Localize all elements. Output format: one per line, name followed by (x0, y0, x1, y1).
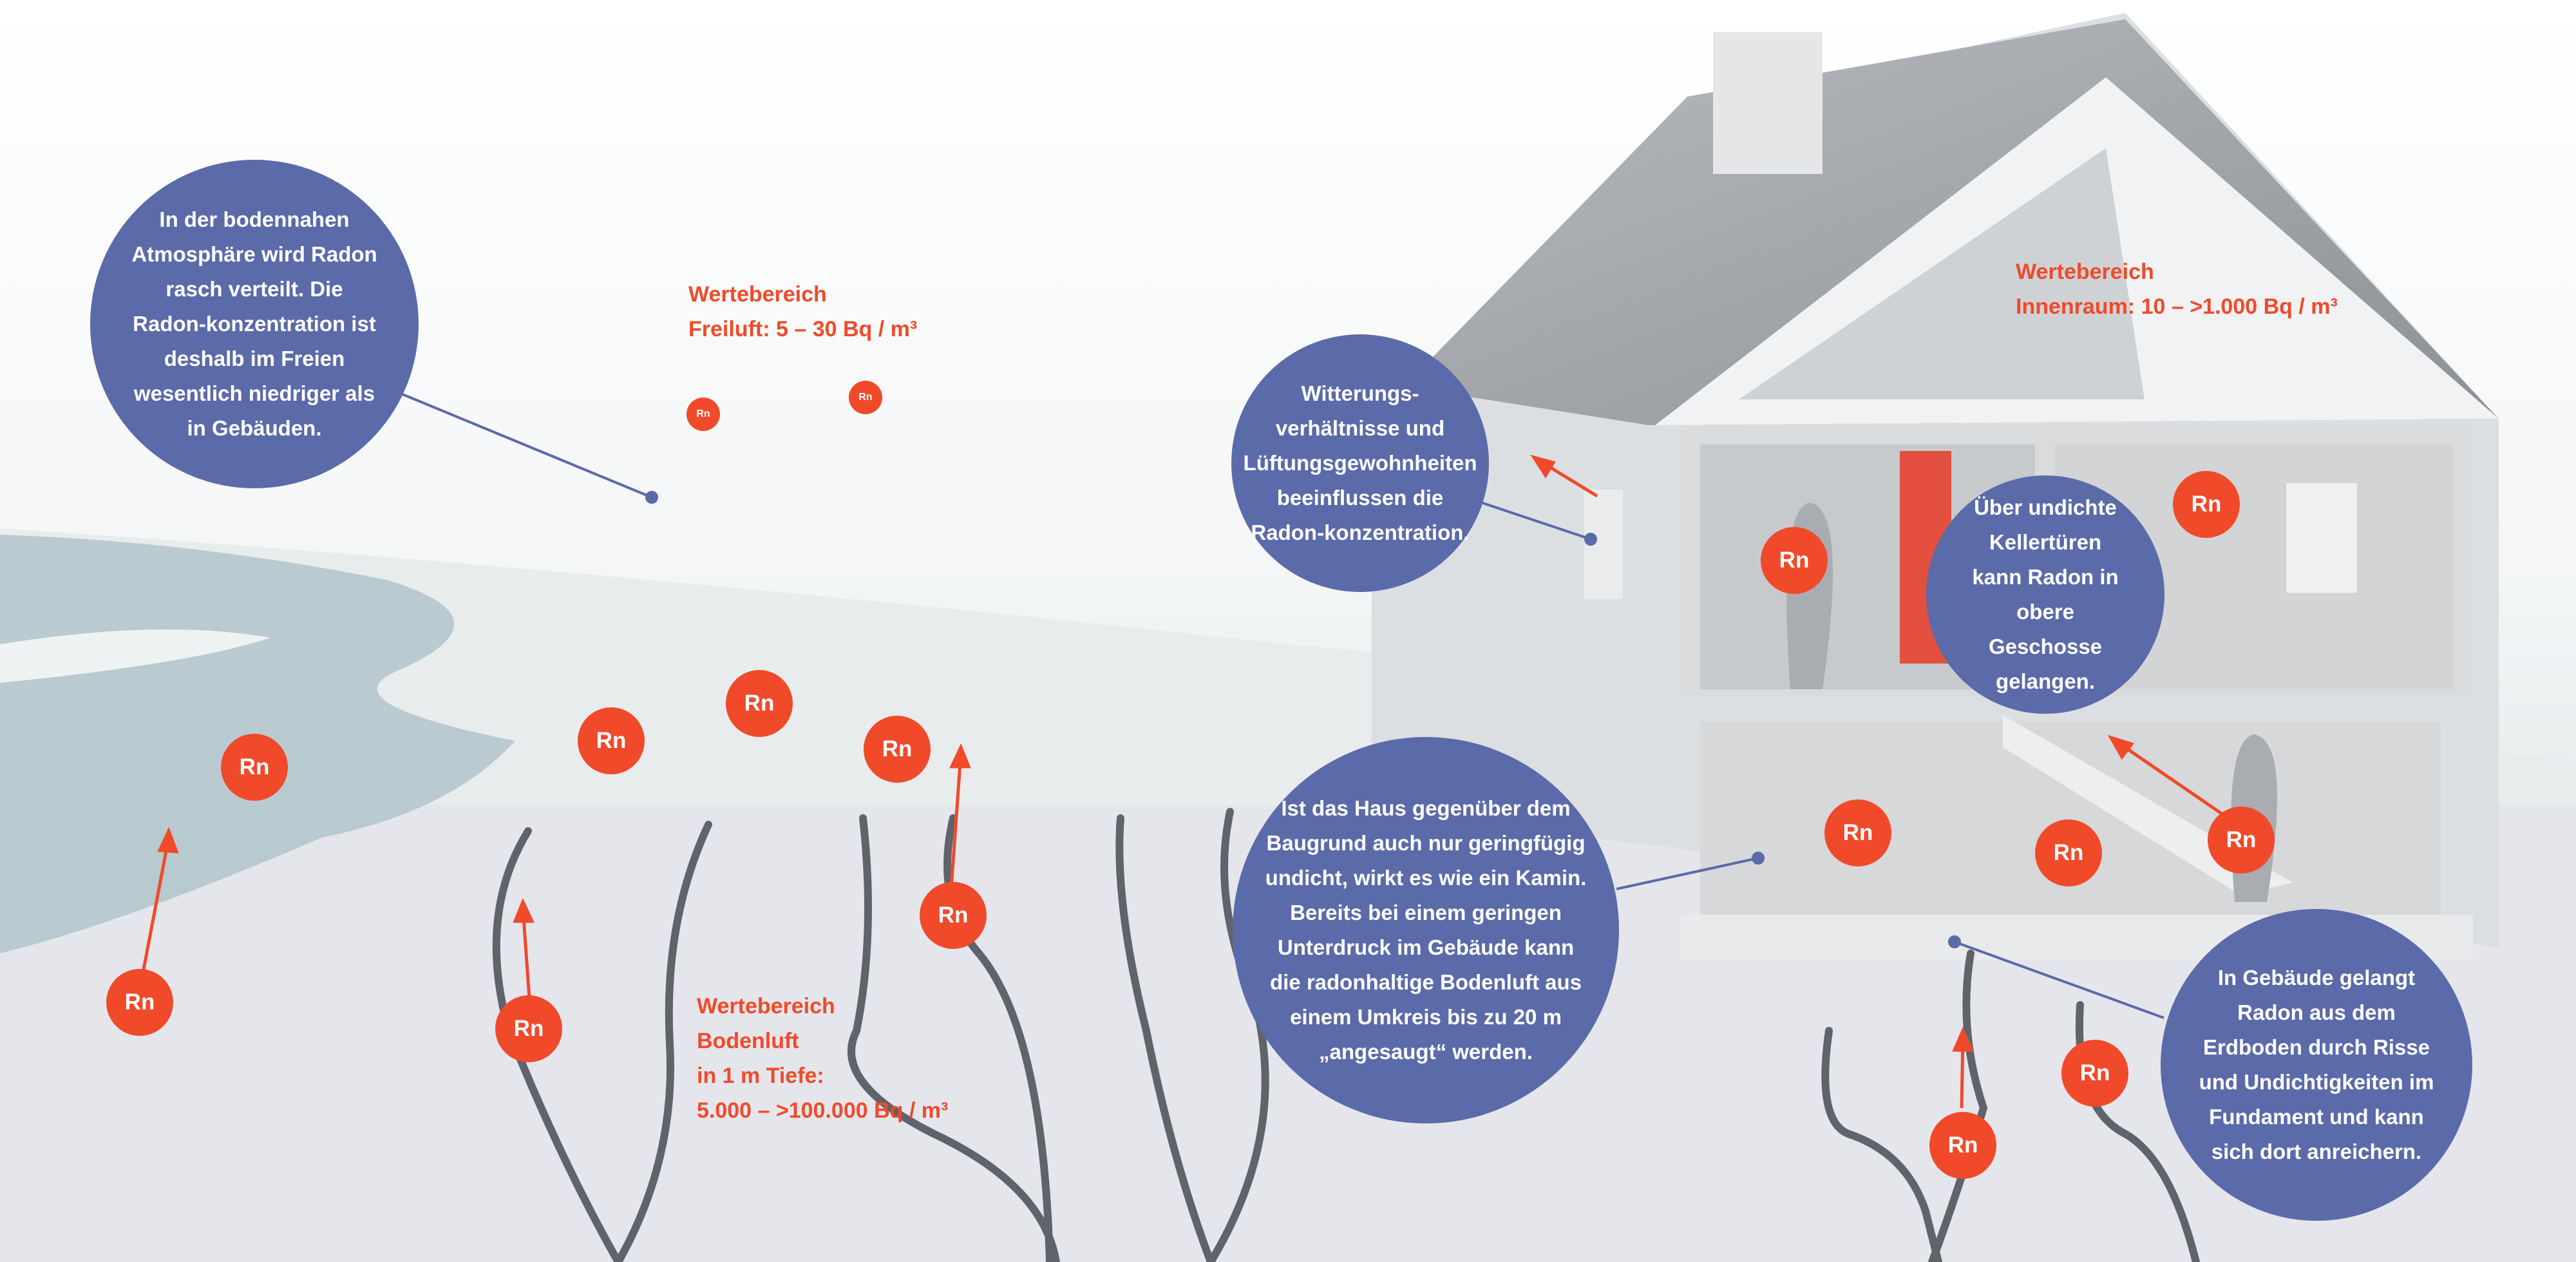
freiluft-range-label: Wertebereich Freiluft: 5 – 30 Bq / m³ (688, 282, 918, 341)
radon-marker: Rn (689, 400, 717, 428)
radon-arrows (141, 454, 2230, 1109)
radon-marker: Rn (109, 971, 171, 1033)
radon-marker: Rn (1827, 802, 1889, 864)
sandbank (0, 629, 270, 683)
info-bubble-cellar-doors: Über undichte Kellertüren kann Radon in … (1926, 475, 2164, 714)
radon-marker: Rn (728, 673, 790, 734)
radon-marker: Rn (2064, 1042, 2126, 1104)
radon-marker: Rn (2038, 822, 2099, 884)
radon-marker: Rn (866, 718, 928, 780)
radon-marker: Rn (2210, 809, 2272, 871)
radon-marker: Rn (223, 736, 285, 798)
radon-marker: Rn (1763, 530, 1825, 591)
info-bubble-chimney-effect: Ist das Haus gegenüber dem Baugrund auch… (1233, 737, 1619, 1123)
soil-cracks (492, 808, 2200, 1262)
radon-marker: Rn (1932, 1114, 1994, 1176)
connector-lines (399, 392, 2164, 1019)
bodenluft-range-label: Wertebereich Bodenluft in 1 m Tiefe: 5.0… (697, 994, 949, 1123)
radon-marker: Rn (851, 383, 880, 412)
info-bubble-ventilation: Witterungs-verhältnisse und Lüftungsgewo… (1231, 334, 1489, 592)
info-bubble-atmosphere: In der bodennahen Atmosphäre wird Radon … (90, 160, 419, 488)
info-bubble-foundation: In Gebäude gelangt Radon aus dem Erdbode… (2161, 909, 2472, 1221)
radon-marker: Rn (2175, 473, 2237, 535)
radon-marker: Rn (922, 884, 984, 946)
innenraum-range-label: Wertebereich Innenraum: 10 – >1.000 Bq /… (2016, 260, 2338, 319)
radon-marker: Rn (498, 998, 560, 1060)
radon-marker: Rn (580, 710, 642, 772)
